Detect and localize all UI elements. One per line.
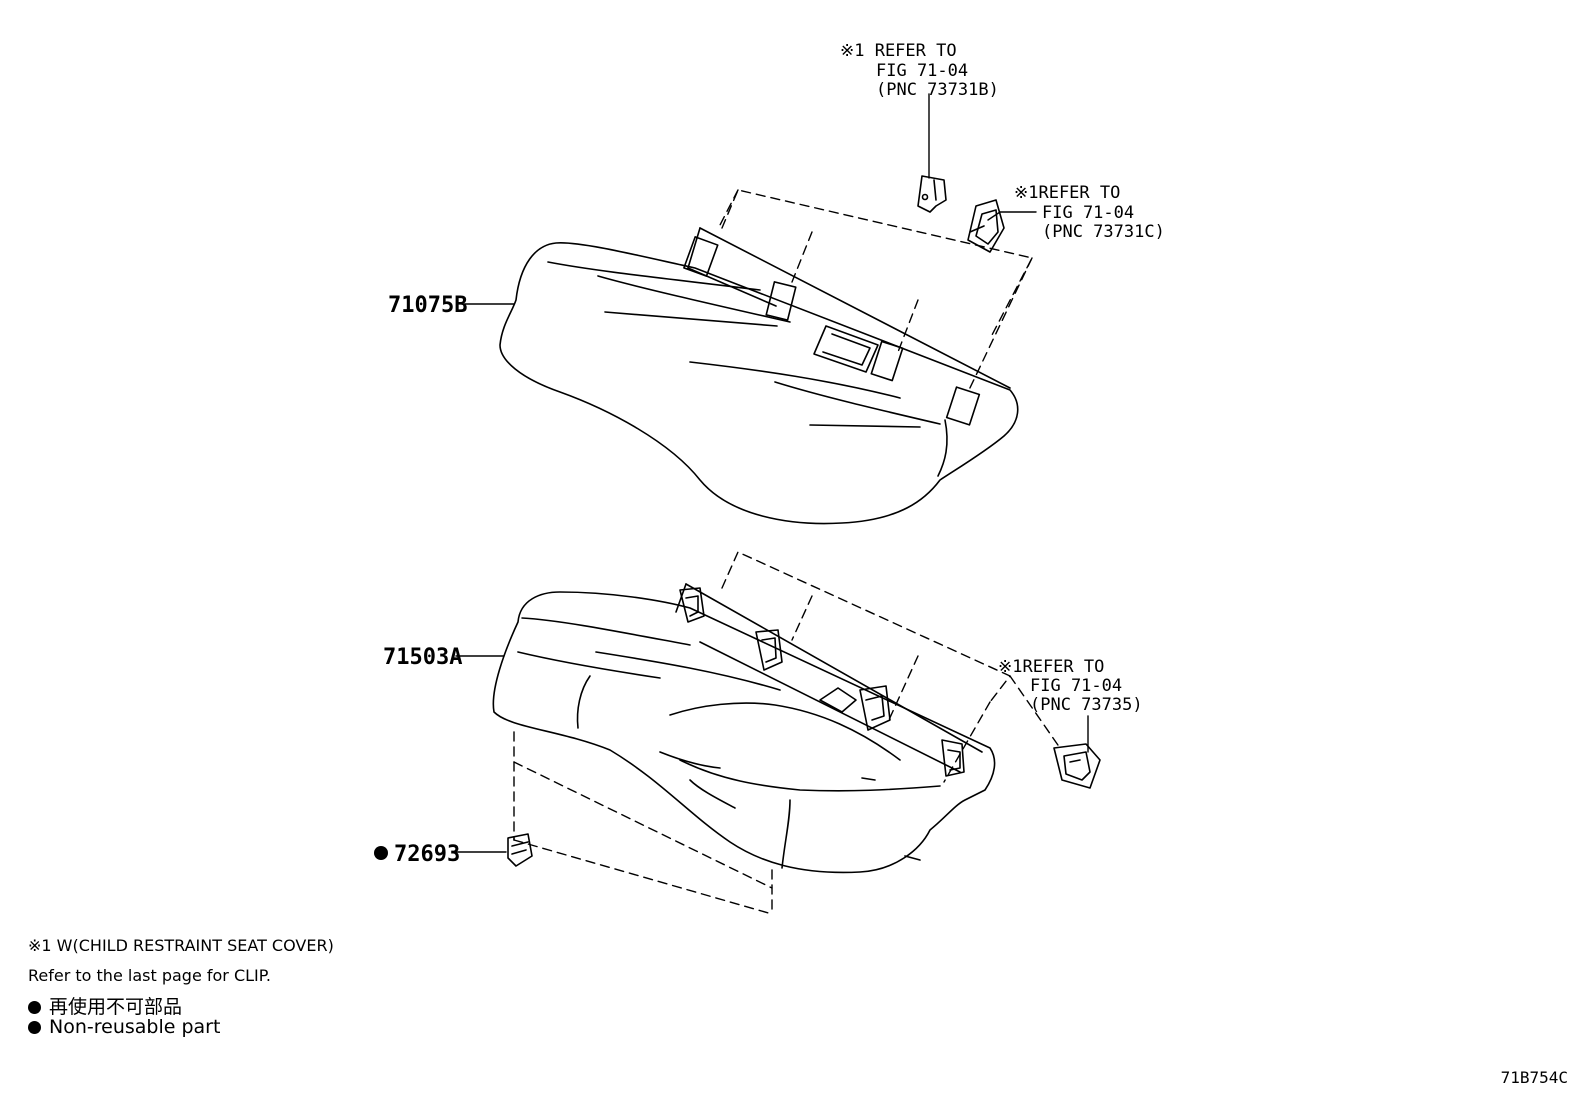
bullet-dot-icon — [28, 1021, 41, 1034]
cushion-hook-4-icon — [941, 739, 965, 777]
figure-code: 71B754C — [1500, 1068, 1568, 1087]
callout-73731b: ※1 REFER TO FIG 71-04 (PNC 73731B) — [840, 41, 999, 100]
upper-dashed-lines — [719, 189, 1033, 393]
callout-73735-line3: (PNC 73735) — [1030, 695, 1143, 715]
legend-en-text: Non-reusable part — [49, 1016, 221, 1038]
part-number-72693: 72693 — [394, 842, 460, 867]
callout-73735-line2: FIG 71-04 — [1030, 676, 1122, 696]
legend-jp-text: 再使用不可部品 — [49, 996, 183, 1018]
callout-73731b-line2: FIG 71-04 — [876, 61, 968, 81]
legend-jp: 再使用不可部品 — [28, 992, 182, 1019]
clip-73731c-icon — [967, 199, 1005, 253]
part-number-71503a: 71503A — [383, 645, 462, 670]
lower-dashed-lines — [513, 551, 1061, 915]
cushion-hook-1-icon — [679, 587, 705, 623]
clip-note: Refer to the last page for CLIP. — [28, 966, 271, 985]
seat-cushion-cover-drawing — [492, 583, 996, 874]
clip-73735-icon — [1053, 743, 1101, 789]
seat-back-cover-drawing — [499, 227, 1019, 525]
callout-73731c-line2: FIG 71-04 — [1042, 203, 1134, 223]
callout-73731c: ※1REFER TO FIG 71-04 (PNC 73731C) — [1014, 183, 1165, 242]
clip-73731b-icon — [917, 175, 947, 213]
clip-72693-icon — [507, 833, 533, 867]
cushion-hook-2-icon — [755, 629, 783, 671]
callout-73731b-line1: ※1 REFER TO — [840, 41, 957, 61]
upper-leader-lines — [461, 93, 1037, 305]
callout-73731c-line3: (PNC 73731C) — [1042, 222, 1165, 242]
part-number-71075b: 71075B — [388, 293, 467, 318]
cushion-hook-3-icon — [859, 685, 891, 731]
bullet-dot-icon — [28, 1001, 41, 1014]
legend-en: Non-reusable part — [28, 1016, 220, 1038]
callout-73731c-line1: ※1REFER TO — [1014, 183, 1120, 203]
callout-73735-line1: ※1REFER TO — [998, 657, 1104, 677]
callout-73735: ※1REFER TO FIG 71-04 (PNC 73735) — [998, 657, 1143, 715]
footnote: ※1 W(CHILD RESTRAINT SEAT COVER) — [28, 936, 334, 955]
callout-73731b-line3: (PNC 73731B) — [876, 80, 999, 100]
non-reusable-dot-icon — [374, 846, 388, 860]
lower-leader-lines — [455, 655, 1089, 853]
